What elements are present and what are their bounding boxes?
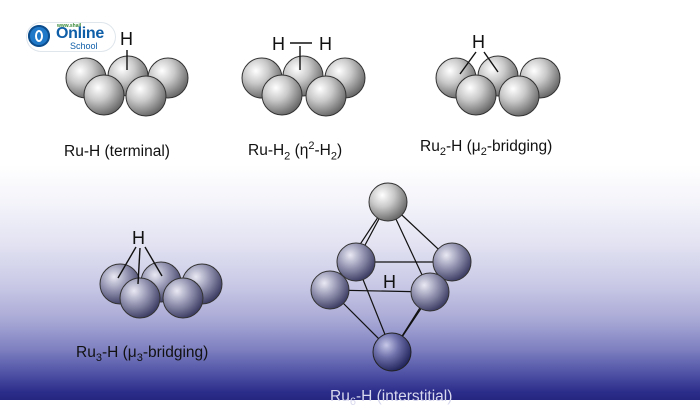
cluster-terminal: H: [65, 29, 189, 117]
online-school-logo: www.shail Online School: [26, 22, 116, 52]
cluster-mu2: H: [435, 32, 561, 117]
ru-atom: [83, 74, 125, 116]
ru-atom: [372, 332, 412, 372]
h-label: H: [383, 272, 396, 292]
ru-atom: [336, 242, 376, 282]
logo-small-text: www.shail: [57, 23, 82, 29]
h-label: H: [120, 29, 133, 49]
caption-mu2: Ru2-H (μ2-bridging): [420, 138, 553, 159]
logo-circle-icon: [28, 25, 50, 47]
h-label: H: [272, 34, 285, 54]
logo-main-text: Online: [56, 25, 104, 42]
ru-atom: [498, 75, 540, 117]
caption-terminal: Ru-H (terminal): [64, 143, 170, 160]
caption-interstitial: Ru6-H (interstitial): [330, 388, 453, 408]
caption-eta2: Ru-H2 (η2-H2): [248, 140, 343, 163]
cluster-octahedron: H: [310, 182, 472, 372]
caption-mu3: Ru3-H (μ3-bridging): [76, 344, 209, 365]
ru-atom: [310, 270, 350, 310]
ru-atom: [261, 74, 303, 116]
cluster-mu3: H: [99, 228, 223, 319]
h-bond: [483, 51, 499, 73]
ru-atom: [305, 75, 347, 117]
h-label: H: [319, 34, 332, 54]
ru-atom: [119, 277, 161, 319]
ru-atom: [162, 277, 204, 319]
ru-atom: [125, 75, 167, 117]
h-bond: [144, 246, 163, 277]
h-label: H: [472, 32, 485, 52]
ru-atom: [410, 272, 450, 312]
h-bond: [117, 246, 137, 279]
ru-atom: [455, 74, 497, 116]
cluster-eta2: H H: [241, 34, 366, 117]
h-bond: [137, 247, 141, 285]
ru-atom: [368, 182, 408, 222]
h-label: H: [132, 228, 145, 248]
h-bond: [459, 51, 477, 75]
ru-atom: [432, 242, 472, 282]
logo-sub-text: School: [70, 41, 98, 51]
